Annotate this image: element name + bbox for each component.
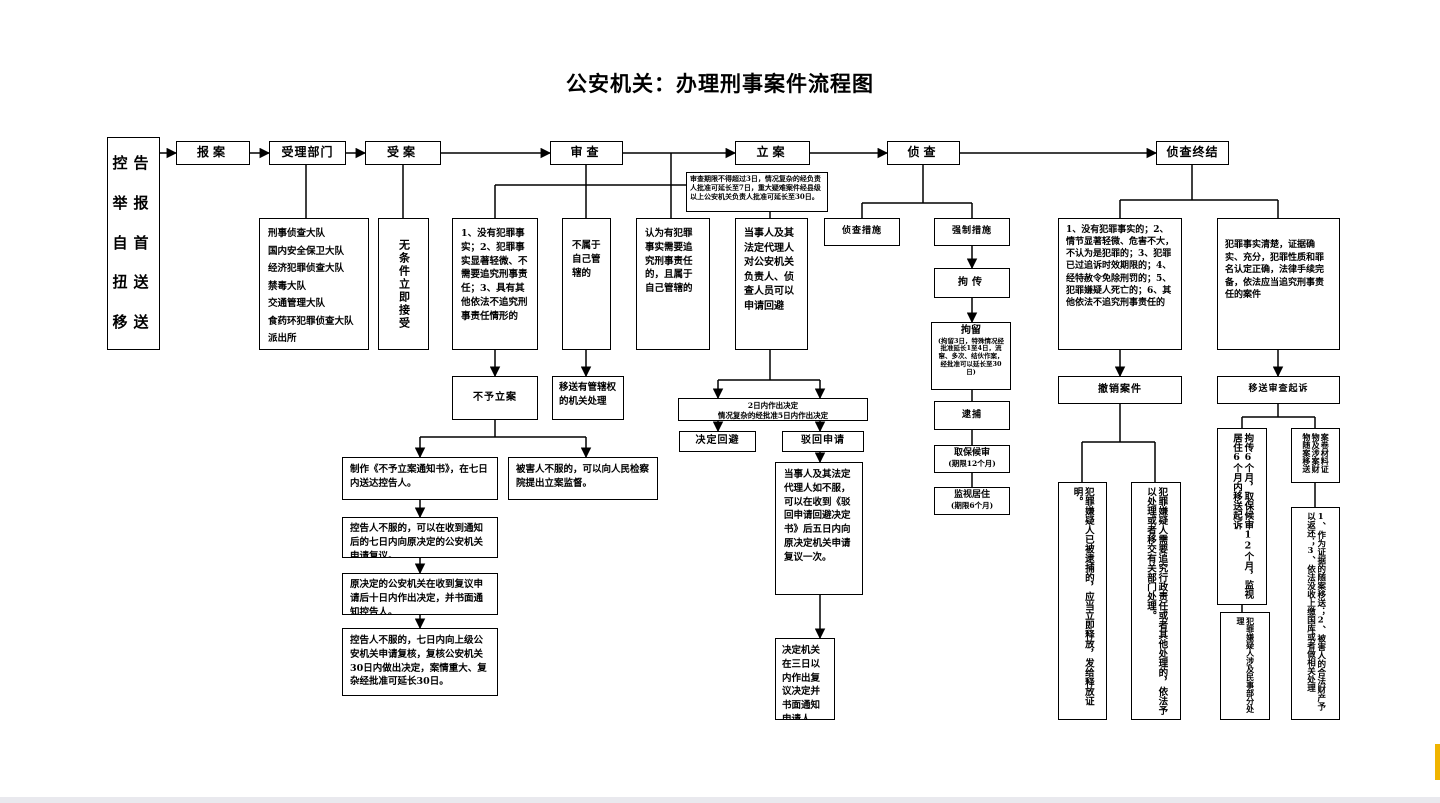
detention-box: 拘传: [934, 268, 1010, 298]
corner-accent: [1435, 744, 1440, 780]
review-decision-box: 决定机关在三日以内作出复议决定并书面通知申请人。: [775, 638, 835, 720]
arrest-box: 逮捕: [934, 401, 1010, 430]
departments-list: 刑事侦查大队 国内安全保卫大队 经济犯罪侦查大队 禁毒大队 交通管理大队 食药环…: [259, 218, 369, 350]
reconsider-step-1: 控告人不服的，可以在收到通知后的七日内向原决定的公安机关申请复议。: [342, 517, 498, 558]
unconditional-accept-box: 无条件立即接受: [378, 218, 429, 350]
review-period-note: 审查期限不得超过3日，情况复杂的经负责人批准可延长至7日，重大疑难案件经县级以上…: [686, 172, 828, 212]
custody-period-box: 拘传6个月，取保候审12个月，监视居住6个月内移送起诉: [1217, 428, 1267, 605]
step-investigate: 侦查: [887, 141, 960, 165]
step-report: 报案: [176, 141, 250, 165]
page-title: 公安机关：办理刑事案件流程图: [566, 71, 874, 96]
step-file: 立案: [735, 141, 810, 165]
reconsider-step-2: 原决定的公安机关在收到复议申请后十日内作出决定，并书面通知控告人。: [342, 573, 498, 615]
property-box: 案卷材料证物及涉案财物随案移送: [1291, 428, 1340, 483]
dept-item: 禁毒大队: [268, 280, 307, 292]
not-jurisdiction-box: 不属于自己管辖的: [562, 218, 611, 350]
dept-item: 刑事侦查大队: [268, 228, 326, 239]
dept-item: 国内安全保卫大队: [268, 245, 345, 257]
bail-note: (期限12个月): [948, 459, 996, 469]
property-return-box: 1、作为证据的随案移送；2、被害人的合法财产予以返还；3、依法没收上缴国库或者做…: [1291, 507, 1340, 720]
no-filing-box: 不予立案: [452, 376, 538, 420]
surveillance-label: 监视居住: [953, 490, 990, 500]
step-dept: 受理部门: [269, 141, 346, 165]
transfer-jurisdiction-box: 移送有管辖权的机关处理: [552, 376, 624, 420]
surveillance-note: (期限6个月): [950, 501, 994, 511]
custody-label: 拘留: [961, 325, 981, 336]
withdraw-case-box: 撤销案件: [1058, 376, 1182, 404]
prosecute-conditions-box: 犯罪事实清楚，证据确实、充分，犯罪性质和罪名认定正确，法律手续完备，依法应当追究…: [1217, 218, 1340, 350]
bail-box: 取保候审 (期限12个月): [934, 445, 1010, 473]
avoidance-right-box: 当事人及其法定代理人对公安机关负责人、侦查人员可以申请回避: [735, 218, 808, 350]
reject-review-box: 当事人及其法定代理人如不服，可以在收到《驳回申请回避决定书》后五日内向原决定机关…: [775, 462, 863, 595]
method-escort: 扭送: [112, 273, 155, 292]
step-review: 审查: [550, 141, 623, 165]
no-crime-conditions: 1、没有犯罪事实；2、犯罪事实显著轻微、不需要追究刑事责任；3、具有其他依法不追…: [452, 218, 538, 350]
withdraw-conditions-box: 1、没有犯罪事实的；2、情节显著轻微、危害不大，不认为是犯罪的；3、犯罪已过追诉…: [1058, 218, 1182, 350]
dept-item: 派出所: [268, 333, 297, 345]
custody-box: 拘留 (拘留3日，特殊情况经批准延长1至4日，流窜、多次、结伙作案，经批准可以延…: [931, 322, 1011, 390]
victim-supervision-box: 被害人不服的，可以向人民检察院提出立案监督。: [508, 457, 658, 500]
reconsider-step-3: 控告人不服的，七日内向上级公安机关申请复核，复核公安机关30日内做出决定，案情重…: [342, 628, 498, 696]
method-report: 举报: [112, 193, 155, 212]
method-surrender: 自首: [112, 233, 155, 252]
bottom-scroll-strip: [0, 797, 1440, 803]
method-accusation: 控告: [112, 154, 155, 173]
step-accept: 受案: [365, 141, 441, 165]
bail-label: 取保候审: [953, 448, 990, 458]
report-methods-box: 控告 举报 自首 扭送 移送: [107, 137, 160, 350]
need-prosecute-box: 认为有犯罪事实需要追究刑事责任的，且属于自己管辖的: [636, 218, 710, 350]
transfer-other-box: 犯罪嫌疑人需要追究行政责任或者其他处理的，依法予以处理或者移交有关部门处理。: [1131, 482, 1181, 720]
dept-item: 经济犯罪侦查大队: [268, 263, 345, 275]
step-end: 侦查终结: [1156, 141, 1229, 165]
avoidance-decision-box: 2日内作出决定 情况复杂的经批准5日内作出决定: [678, 398, 868, 421]
method-transfer: 移送: [112, 313, 155, 332]
criminal-handling-box: 犯罪嫌疑人涉及民事部分处理: [1220, 612, 1270, 720]
dept-item: 食药环犯罪侦查大队: [268, 315, 354, 327]
coercive-measures-box: 强制措施: [934, 218, 1010, 246]
custody-note: (拘留3日，特殊情况经批准延长1至4日，流窜、多次、结伙作案，经批准可以延长至3…: [937, 336, 1005, 376]
reject-box: 驳回申请: [782, 431, 864, 452]
transfer-prosecution-box: 移送审查起诉: [1217, 376, 1340, 404]
release-box: 犯罪嫌疑人已被逮捕的，应当立即释放，发给释放证明。: [1058, 482, 1107, 720]
no-filing-notice-box: 制作《不予立案通知书》，在七日内送达控告人。: [342, 457, 498, 500]
dept-item: 交通管理大队: [268, 298, 326, 310]
surveillance-box: 监视居住 (期限6个月): [934, 487, 1010, 515]
decide-avoid-box: 决定回避: [679, 431, 756, 452]
investigation-measures-box: 侦查措施: [824, 218, 900, 246]
